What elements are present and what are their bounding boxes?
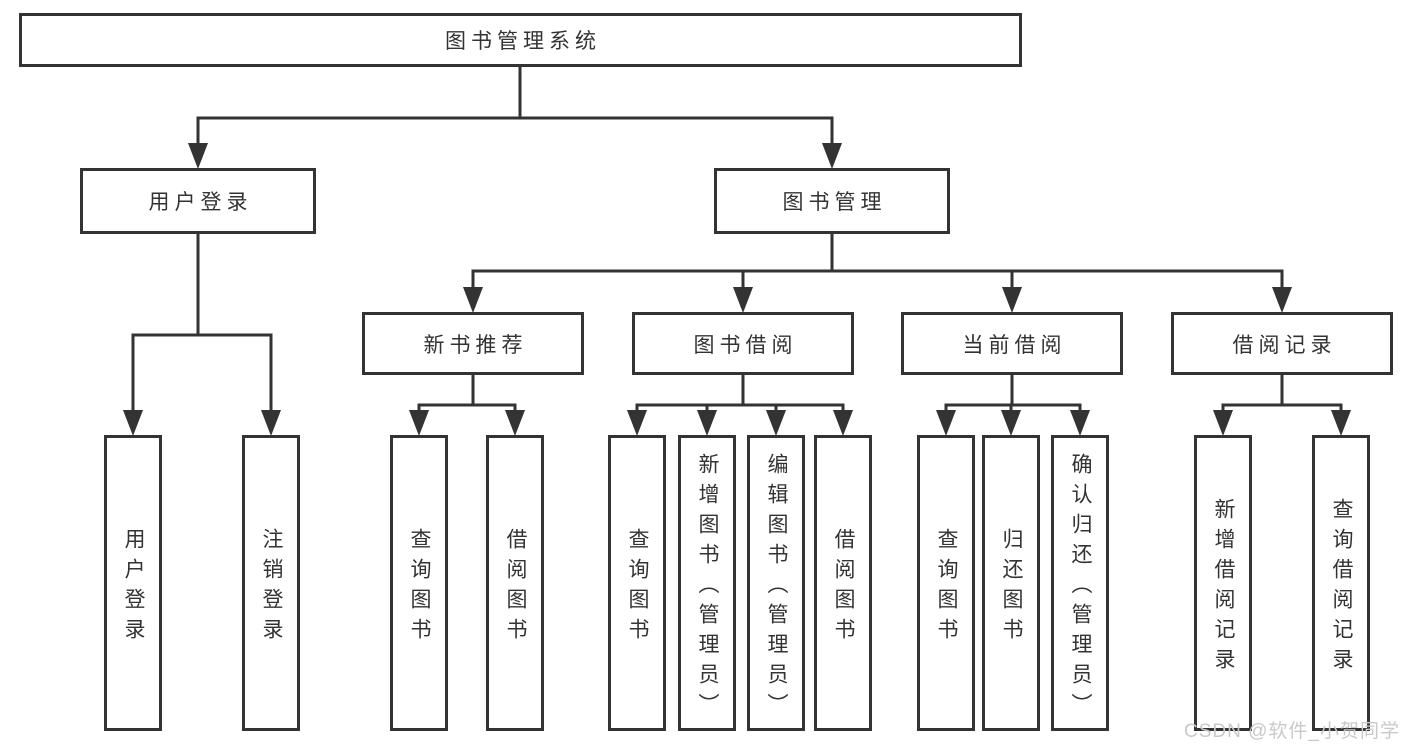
node-query-books-recommendation: 查询图书 [390,435,448,731]
node-library-management-system: 图书管理系统 [19,13,1022,67]
node-user-login: 用户登录 [80,168,316,234]
node-logout: 注销登录 [242,435,300,731]
connector-new-book-recommendation-branch [409,373,525,436]
node-current-borrowing: 当前借阅 [901,312,1123,375]
connector-book-borrowing-branch [627,373,853,436]
connector-user-login-branch [123,232,281,436]
node-label: 确认归还（管理员） [1069,452,1092,723]
node-label: 当前借阅 [962,333,1067,357]
node-query-books-borrowing: 查询图书 [608,435,666,731]
node-new-book-recommendation: 新书推荐 [362,312,584,375]
node-borrowing-records: 借阅记录 [1171,312,1393,375]
node-add-book-admin: 新增图书（管理员） [678,435,736,731]
node-label: 借阅记录 [1232,333,1337,357]
node-label: 归还图书 [1000,527,1023,648]
node-label: 图书管理系统 [445,30,601,53]
node-label: 新书推荐 [423,333,528,357]
node-label: 图书管理 [782,191,887,214]
node-label: 新增借阅记录 [1212,497,1235,678]
connector-borrowing-records-branch [1213,373,1351,436]
node-book-borrowing: 图书借阅 [632,312,854,375]
node-add-borrow-record: 新增借阅记录 [1194,435,1252,731]
node-label: 查询借阅记录 [1330,497,1353,678]
node-label: 用户登录 [122,527,145,648]
node-label: 新增图书（管理员） [696,452,719,723]
connector-root-to-level2 [188,65,842,169]
node-book-management: 图书管理 [714,168,950,234]
csdn-watermark: CSDN @软件_小贺同学 [1184,721,1400,742]
node-user-login-leaf: 用户登录 [104,435,162,731]
node-query-books-current: 查询图书 [917,435,975,731]
node-label: 查询图书 [935,527,958,648]
node-label: 编辑图书（管理员） [765,452,788,723]
connector-current-borrowing-branch [936,373,1090,436]
node-query-borrow-record: 查询借阅记录 [1312,435,1370,731]
node-label: 借阅图书 [504,527,527,648]
node-confirm-return-admin: 确认归还（管理员） [1051,435,1109,731]
node-label: 用户登录 [148,191,253,214]
node-label: 图书借阅 [693,333,798,357]
node-return-books: 归还图书 [982,435,1040,731]
connector-book-management-branch [463,232,1292,313]
node-label: 查询图书 [408,527,431,648]
node-edit-book-admin: 编辑图书（管理员） [747,435,805,731]
node-label: 查询图书 [626,527,649,648]
node-label: 注销登录 [260,527,283,648]
node-borrow-books-recommendation: 借阅图书 [486,435,544,731]
node-borrow-books-leaf: 借阅图书 [814,435,872,731]
node-label: 借阅图书 [832,527,855,648]
